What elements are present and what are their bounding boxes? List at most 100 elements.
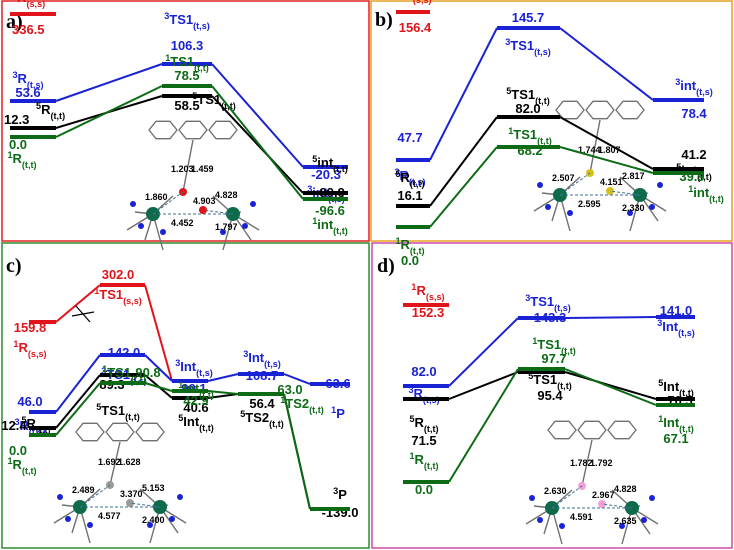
panel-d-red-0-value: 152.3	[412, 305, 445, 320]
panel-c-border	[1, 242, 370, 549]
nitrogen-atom	[649, 204, 655, 210]
panel-b-black-0-value: 16.1	[397, 188, 422, 203]
panel-b-blue-2-value: 78.4	[681, 106, 707, 121]
panel-a-black-2-value: -89.9	[315, 185, 345, 200]
panel-b-black-1-value: 82.0	[515, 101, 540, 116]
bond-distance-label: 4.577	[98, 511, 121, 521]
panel-d-black-2-label: 5Int(t,t)	[658, 378, 694, 398]
panel-d-green-1-connector	[448, 368, 519, 483]
panel-a-blue-0-label: 3R(t,s)	[12, 70, 43, 90]
distance-line	[601, 503, 633, 509]
ring	[555, 100, 585, 120]
panel-c-black-2-label: 5Int(t,t)	[178, 413, 214, 433]
panel-a-black-1-value: 58.5	[174, 98, 199, 113]
ring	[208, 120, 238, 140]
panel-c-black-3-connector	[207, 393, 239, 399]
panel-b-blue-0-label: 3R(t,s)	[394, 167, 425, 187]
panel-c-blue-1-connector	[55, 354, 101, 413]
panel-d-blue-2-value: 141.0	[660, 303, 693, 318]
panel-c-green-1-value: 90.8	[135, 365, 160, 380]
panel-c-red-2-connector	[144, 284, 173, 382]
panel-d-green-0-value: 0.0	[415, 482, 433, 497]
panel-b-blue-1-value: 145.7	[512, 10, 545, 25]
panel-c-green-3-label: 1TS2(t,t)	[280, 395, 324, 415]
panel-d-border	[371, 242, 733, 549]
panel-c-green-3-value: 63.0	[277, 382, 302, 397]
distance-line	[79, 484, 111, 508]
panel-d-blue-1-label: 3TS1(t,s)	[525, 293, 571, 313]
nitrogen-atom	[641, 517, 647, 523]
panel-c-black-2-value: 40.6	[183, 400, 208, 415]
panel-c-blue-2-label: 3Int(t,s)	[175, 358, 213, 378]
panel-a-blue-2-connector	[211, 63, 304, 168]
nitrogen-atom	[619, 523, 625, 529]
panel-b-black-0-label: 5R(t,t)	[395, 169, 424, 189]
panel-d-green-2-connector	[564, 368, 657, 406]
panel-c-red-1-label: 1TS1(s,s)	[94, 286, 142, 306]
distance-line	[152, 191, 184, 215]
panel-c-blue-0-label: 3R(t,s)	[14, 417, 45, 437]
bond-distance-label: 1.744	[578, 145, 601, 155]
bond-distance-label: 2.595	[578, 199, 601, 209]
panel-d-green-1-label: 1TS1(t,t)	[532, 336, 576, 356]
panel-a-blue-1-connector	[55, 63, 163, 102]
panel-a-border	[1, 0, 370, 242]
panel-a-green-0-value: 0.0	[9, 137, 27, 152]
bond-distance-label: 2.967	[592, 490, 615, 500]
bond-distance-label: 5.153	[142, 483, 165, 493]
panel-d-blue-1-connector	[448, 317, 519, 387]
panel-b-label: b)	[375, 9, 393, 31]
panel-a-red-0-value: 336.5	[12, 22, 45, 37]
bond-distance-label: 2.630	[544, 486, 567, 496]
panel-d-black-0-label: 5R(t,t)	[409, 414, 438, 434]
panel-c-red-0-value: 159.8	[14, 320, 47, 335]
nitrogen-atom	[160, 229, 166, 235]
panel-d-black-1-value: 95.4	[537, 388, 563, 403]
bond-distance-label: 1.797	[215, 222, 238, 232]
panel-c-blue-4-label: 1P	[331, 405, 345, 421]
panel-b-blue-1-connector	[429, 27, 498, 161]
bond-distance-label: 4.151	[600, 177, 623, 187]
panel-c-green-0-value: 0.0	[9, 443, 27, 458]
distance-line	[129, 502, 161, 508]
bond-distance-label: 4.903	[193, 196, 216, 206]
panel-b-green-1-connector	[429, 146, 498, 228]
bond-distance-label: 2.330	[622, 203, 645, 213]
nitrogen-atom	[545, 204, 551, 210]
panel-c-red-1-value: 302.0	[102, 267, 135, 282]
panel-b-green-2-label: 1int(t,t)	[688, 184, 724, 204]
nitrogen-atom	[567, 210, 573, 216]
panel-d-red-0-label: 1R(s,s)	[411, 282, 444, 302]
panel-c-green-4-connector	[283, 393, 311, 510]
bond-distance-label: 2.817	[622, 171, 645, 181]
panel-a-green-2-label: 1int(t,t)	[312, 216, 348, 236]
bond-distance-label: 2.400	[142, 515, 165, 525]
ring	[547, 420, 577, 440]
panel-c-green-2-connector	[144, 382, 173, 392]
panel-c-blue-3-connector	[207, 373, 239, 382]
panel-d-blue-1-value: 143.3	[534, 310, 567, 325]
distance-line	[202, 209, 234, 215]
panel-c-black-0-label: 5R(t,t)	[21, 415, 50, 435]
bridge-bond	[589, 119, 601, 174]
bond-distance-label: 4.452	[171, 218, 194, 228]
panel-c-green-1-label: 1TS1(t,t)	[102, 364, 146, 384]
panel-c-blue-2-connector	[144, 354, 173, 382]
nitrogen-atom	[65, 516, 71, 522]
panel-c-black-4-label: 3P	[333, 486, 347, 502]
panel-b-black-1-label: 5TS1(t,t)	[506, 86, 550, 106]
panel-c-blue-1-value: 142.0	[108, 345, 141, 360]
panel-c-blue-4-value: 63.6	[325, 376, 350, 391]
panel-c-blue-4-connector	[283, 373, 311, 385]
panel-b-green-1-label: 1TS1(t,t)	[508, 126, 552, 146]
panel-b-border	[370, 0, 733, 242]
bond-distance-label: 3.370	[120, 489, 143, 499]
bond-distance-label: 1.203	[171, 164, 194, 174]
bond-distance-label: 1.807	[598, 145, 621, 155]
nitrogen-atom	[657, 182, 663, 188]
panel-c-black-3-value: 56.4	[249, 396, 275, 411]
panel-c-green-2-label: 1Int(t,t)	[178, 380, 214, 400]
